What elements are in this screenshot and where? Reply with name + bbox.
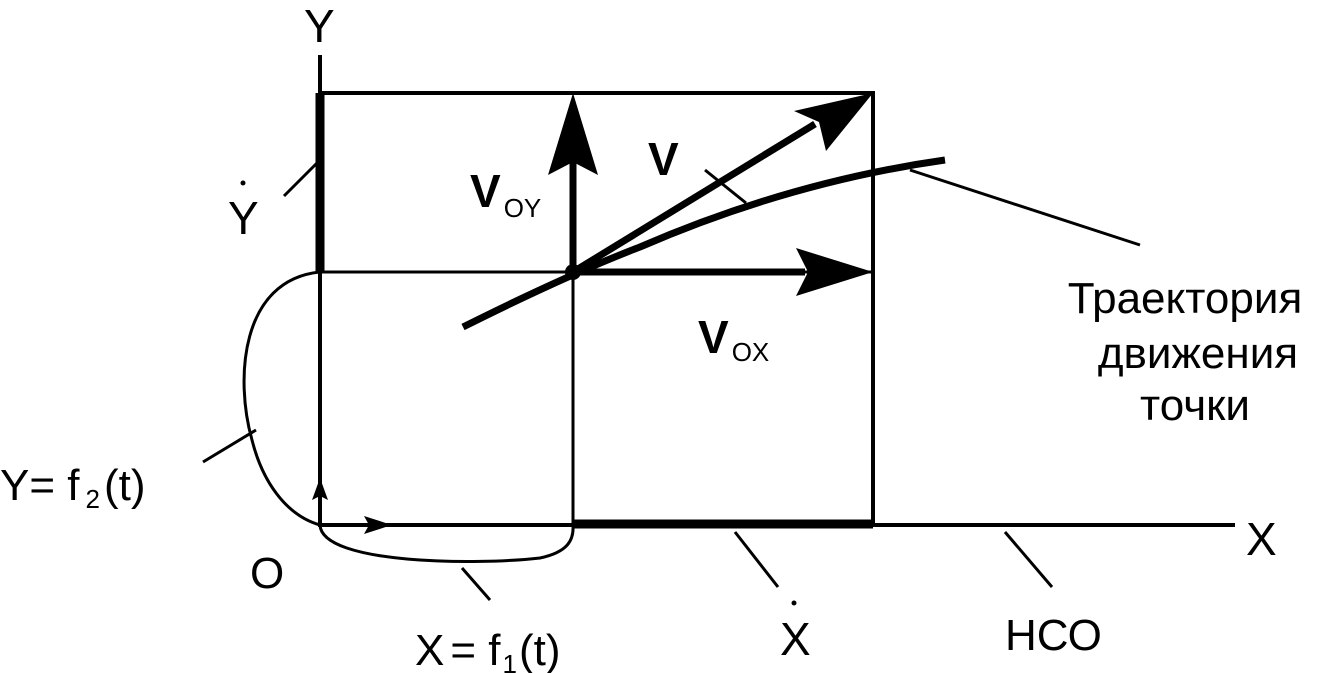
y-dot-mark bbox=[240, 180, 246, 186]
origin-y-arrowhead bbox=[312, 478, 328, 500]
v-label-tick bbox=[704, 168, 747, 205]
trajectory-caption-line1: Траектория bbox=[1068, 274, 1303, 323]
trajectory-curve bbox=[461, 156, 946, 331]
moving-point bbox=[565, 264, 581, 280]
x-coordinate-curve bbox=[318, 524, 575, 564]
y-coordinate-curve bbox=[242, 270, 321, 527]
trajectory-caption-line2: движения bbox=[1098, 329, 1298, 378]
origin-label: O bbox=[250, 549, 284, 598]
x-dot-mark bbox=[791, 600, 797, 606]
y-axis-label: Y bbox=[304, 0, 335, 52]
v-label: V bbox=[648, 133, 679, 185]
projection-rectangle bbox=[318, 91, 875, 527]
trajectory-caption-line3: точки bbox=[1140, 381, 1250, 430]
x-axis-label: X bbox=[1246, 513, 1277, 565]
frame-label: НСО bbox=[1005, 611, 1102, 660]
frame-leader bbox=[1003, 531, 1054, 588]
voy-arrowhead bbox=[548, 93, 598, 175]
x-dot-label: X bbox=[780, 613, 811, 665]
v-arrowhead bbox=[794, 93, 873, 151]
y-dot-label: Y bbox=[228, 192, 259, 244]
origin-x-arrowhead bbox=[364, 516, 392, 534]
vox-arrowhead bbox=[796, 248, 873, 296]
x-eq-leader bbox=[460, 567, 492, 601]
x-equation: X= f1(t) bbox=[415, 626, 561, 673]
x-dot-leader bbox=[733, 531, 780, 588]
trajectory-leader bbox=[909, 168, 1141, 247]
y-eq-leader bbox=[202, 428, 257, 464]
v-shaft bbox=[571, 121, 817, 275]
y-dot-leader bbox=[282, 158, 322, 198]
